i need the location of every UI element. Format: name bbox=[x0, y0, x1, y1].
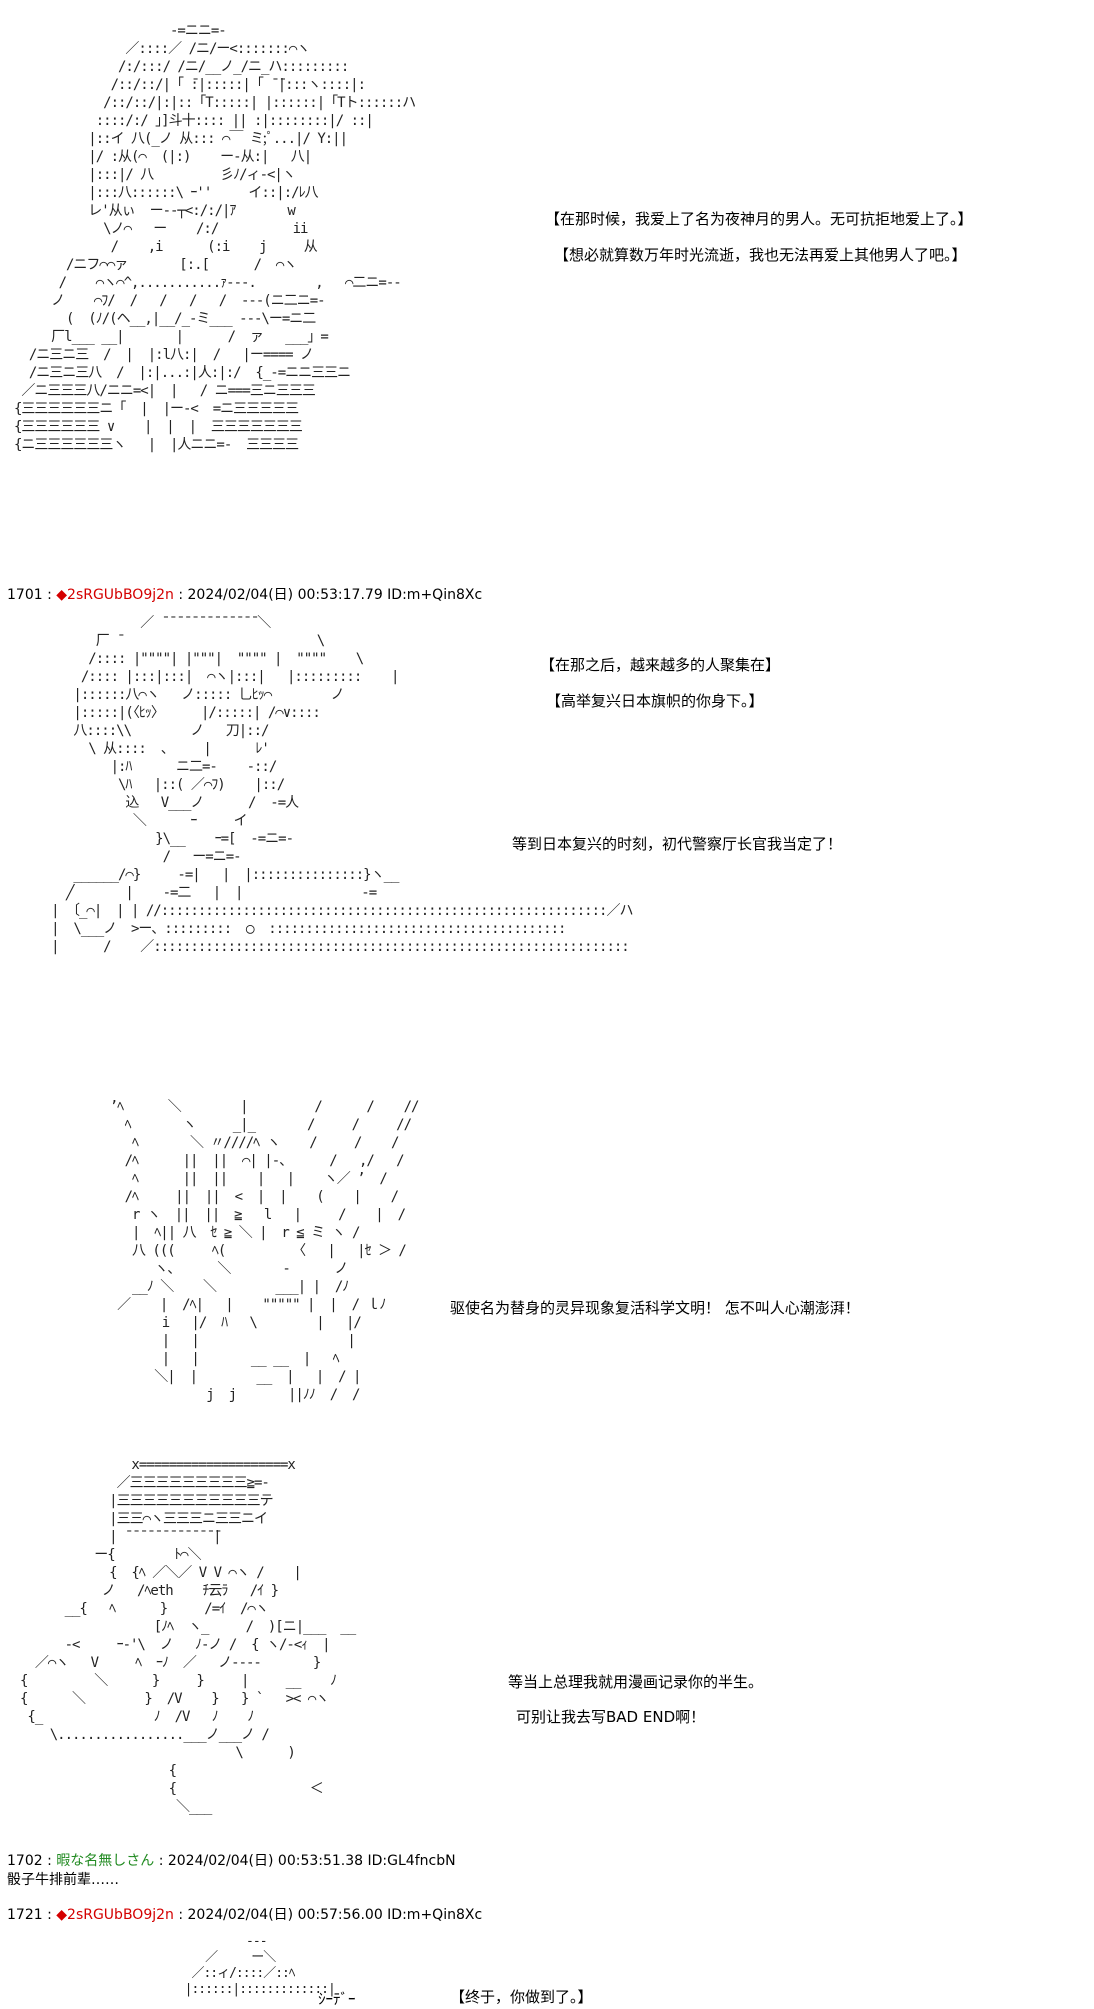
post-header-1721: 1721 : ◆2sRGUbBO9j2n : 2024/02/04(日) 00:… bbox=[7, 1904, 482, 1924]
trip-diamond-icon: ◆ bbox=[56, 587, 68, 603]
post-header-1702: 1702 : 暇な名無しさん : 2024/02/04(日) 00:53:51.… bbox=[7, 1850, 456, 1870]
post-header-1701: 1701 : ◆2sRGUbBO9j2n : 2024/02/04(日) 00:… bbox=[7, 584, 482, 604]
poster-name[interactable]: 暇な名無しさん bbox=[56, 1853, 155, 1869]
dialogue-line: 等到日本复兴的时刻，初代警察厅长官我当定了！ bbox=[512, 835, 843, 853]
ascii-art-panel-1: -=ニニ=- ／::::／ /ニ/ー<:::::::⌒ヽ /:/:::/ /ニ/… bbox=[14, 23, 416, 453]
ascii-art-panel-3: ’ﾍ ＼ | / / // ﾍ ヽ _|_ / / // ﾍ ＼ 〃////ﾍ … bbox=[109, 1099, 420, 1403]
dialogue-line: 等当上总理我就用漫画记录你的半生。 bbox=[508, 1673, 764, 1691]
poster-trip[interactable]: 2sRGUbBO9j2n bbox=[67, 587, 174, 603]
dialogue-line: 【高举复兴日本旗帜的你身下。】 bbox=[546, 692, 764, 710]
post-meta: : 2024/02/04(日) 00:53:17.79 ID:m+Qin8Xc bbox=[173, 587, 483, 603]
ascii-art-panel-4: x====================x ／三三三三三三三三三≧=- |三三… bbox=[20, 1457, 356, 1815]
sound-effect-text: ｼｰﾃﾞｰ bbox=[318, 1990, 356, 2008]
dialogue-line: 【在那之后，越来越多的人聚集在】 bbox=[540, 656, 781, 674]
post-meta: : 2024/02/04(日) 00:57:56.00 ID:m+Qin8Xc bbox=[173, 1907, 483, 1923]
poster-trip[interactable]: 2sRGUbBO9j2n bbox=[67, 1907, 174, 1923]
post-number: 1701 : bbox=[7, 587, 57, 603]
post-number: 1702 : bbox=[7, 1853, 57, 1869]
dialogue-line: 【终于，你做到了。】 bbox=[450, 1988, 593, 2006]
post-body-1702: 骰子牛排前辈…… bbox=[7, 1872, 119, 1888]
post-number: 1721 : bbox=[7, 1907, 57, 1923]
dialogue-line: 【想必就算数万年时光流逝，我也无法再爱上其他男人了吧。】 bbox=[554, 246, 967, 264]
dialogue-line: 驱使名为替身的灵异现象复活科学文明！ 怎不叫人心潮澎湃！ bbox=[450, 1299, 860, 1317]
post-meta: : 2024/02/04(日) 00:53:51.38 ID:GL4fncbN bbox=[154, 1853, 456, 1869]
ascii-art-panel-2: ／ ̄ ̄ ̄ ̄ ̄ ̄ ̄ ̄ ̄ ̄ ̄ ̄ ̄ ＼ 厂 ̄ \ /:::… bbox=[51, 615, 633, 955]
dialogue-line: 【在那时候，我爱上了名为夜神月的男人。无可抗拒地爱上了。】 bbox=[545, 210, 973, 228]
trip-diamond-icon: ◆ bbox=[56, 1907, 68, 1923]
dialogue-line: 可别让我去写BAD END啊！ bbox=[516, 1708, 706, 1726]
ascii-art-panel-5: -‐- ／ ー＼ ／::ィ/::::／::ﾍ |::::::|:::::::::… bbox=[184, 1934, 336, 1997]
